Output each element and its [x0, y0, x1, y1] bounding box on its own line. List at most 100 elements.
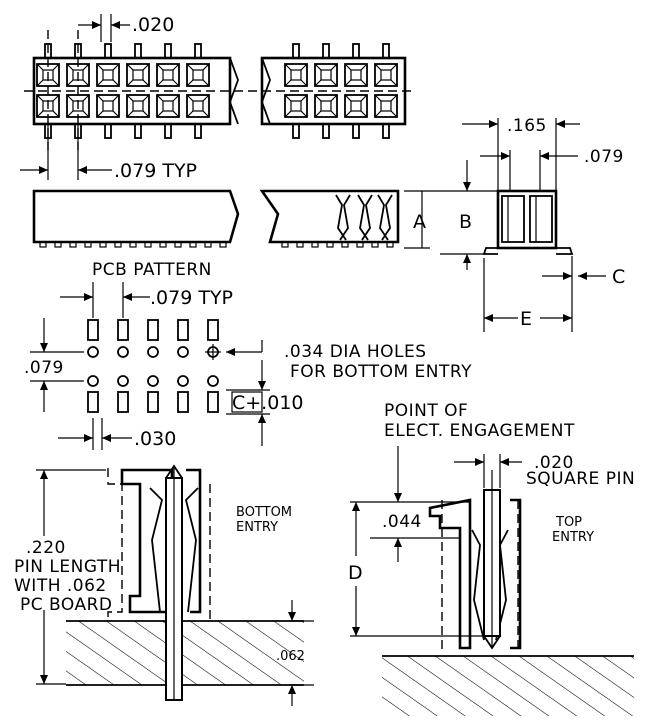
hole-note-line2: FOR BOTTOM ENTRY: [290, 362, 472, 382]
pin-stub: [382, 123, 390, 139]
pin-tooth: [84, 241, 92, 248]
contact-socket: [380, 69, 392, 81]
side-contact-spring: [335, 194, 347, 241]
pin-stub: [104, 43, 112, 59]
pin-length-line4: PC BOARD: [20, 595, 113, 615]
pcb-hole: [87, 375, 99, 387]
dim-d-label: D: [348, 562, 363, 584]
contact-cell: [344, 94, 368, 118]
contact-cell: [186, 63, 210, 87]
pcb-hole: [147, 346, 159, 358]
pcb-pad: [177, 319, 189, 341]
pin-tooth: [356, 241, 364, 248]
pin-stub: [352, 43, 360, 59]
square-pin-line2: SQUARE PIN: [526, 469, 635, 489]
bottom-entry-board: [66, 621, 304, 685]
dim-165-label: .165: [507, 116, 547, 136]
pcb-pad: [147, 391, 159, 413]
pcb-pad: [177, 391, 189, 413]
dim-079-label: .079: [584, 147, 624, 167]
pcb-hole: [207, 375, 219, 387]
contact-cell: [156, 94, 180, 118]
contact-cell: [314, 94, 338, 118]
pin-tooth: [281, 241, 289, 248]
contact-socket: [132, 69, 144, 81]
side-contact-spring: [339, 194, 351, 241]
pin-tooth: [219, 241, 227, 248]
pin-tooth: [174, 241, 182, 248]
top-view-contacts: [36, 63, 398, 118]
contact-cell: [314, 63, 338, 87]
contact-socket: [72, 100, 84, 112]
pin-stub: [382, 43, 390, 59]
pin-stub: [104, 123, 112, 139]
contact-cell: [96, 94, 120, 118]
contact-socket: [350, 100, 362, 112]
pcb-pad: [87, 391, 99, 413]
contact-cell: [36, 94, 60, 118]
pin-tooth: [296, 241, 304, 248]
contact-cell: [374, 63, 398, 87]
side-view: A B .165 .079: [32, 116, 625, 332]
pin-tooth: [326, 241, 334, 248]
pin-tooth: [39, 241, 47, 248]
top-pins: [44, 30, 390, 150]
pcb-pad: [147, 319, 159, 341]
pcb-hole: [147, 375, 159, 387]
pcb-hole: [87, 346, 99, 358]
pin-tooth: [69, 241, 77, 248]
pin-stub: [194, 123, 202, 139]
c-dim-box: [231, 391, 263, 413]
contact-cell: [96, 63, 120, 87]
pcb-hole: [177, 346, 189, 358]
side-view-contacts: [335, 194, 393, 241]
top-entry-section: POINT OF ELECT. ENGAGEMENT .020 SQUARE P…: [348, 401, 635, 716]
pcb-hole: [117, 346, 129, 358]
contact-socket: [162, 100, 174, 112]
contact-cell: [374, 94, 398, 118]
pin-tooth: [114, 241, 122, 248]
pcb-pattern: PCB PATTERN .079 TYP .079 .034 DIA HOLES…: [24, 260, 472, 450]
contact-socket: [380, 100, 392, 112]
contact-socket: [42, 100, 54, 112]
contact-socket: [192, 100, 204, 112]
contact-socket: [290, 69, 302, 81]
side-view-body-right: [259, 189, 400, 244]
contact-cell: [284, 94, 308, 118]
top-view-body-left: [32, 56, 232, 126]
pin-tooth: [204, 241, 212, 248]
pcb-pitch-typ-label: .079 TYP: [150, 287, 233, 309]
pin-stub: [352, 123, 360, 139]
pin-tooth: [129, 241, 137, 248]
pin-stub: [292, 123, 300, 139]
side-view-teeth: [39, 241, 394, 248]
bottom-entry-section: .220 PIN LENGTH WITH .062 PC BOARD .062 …: [14, 464, 314, 706]
top-entry-label-line1: TOP: [555, 515, 582, 530]
bottom-entry-label-line1: BOTTOM: [236, 505, 292, 520]
pin-stub: [322, 123, 330, 139]
pcb-pad: [87, 319, 99, 341]
contact-socket: [320, 100, 332, 112]
board-thickness-label: .062: [276, 649, 305, 664]
top-view-break-left: [229, 57, 239, 125]
top-entry-board: [382, 656, 634, 716]
contact-cell: [344, 63, 368, 87]
bottom-entry-label-line2: ENTRY: [236, 520, 278, 535]
end-view-body: [496, 189, 558, 250]
contact-socket: [192, 69, 204, 81]
contact-cell: [126, 63, 150, 87]
side-contact-spring: [377, 194, 389, 241]
pitch-typ-label: .079 TYP: [114, 160, 197, 182]
pcb-pad: [117, 319, 129, 341]
depth-044-label: .044: [382, 512, 422, 532]
pcb-pads: [87, 319, 221, 413]
side-contact-spring: [361, 194, 373, 241]
contact-socket: [102, 69, 114, 81]
side-view-body-left: [32, 189, 240, 244]
contact-cell: [66, 94, 90, 118]
contact-socket: [320, 69, 332, 81]
contact-cell: [126, 94, 150, 118]
contact-socket: [290, 100, 302, 112]
pcb-hole: [117, 375, 129, 387]
